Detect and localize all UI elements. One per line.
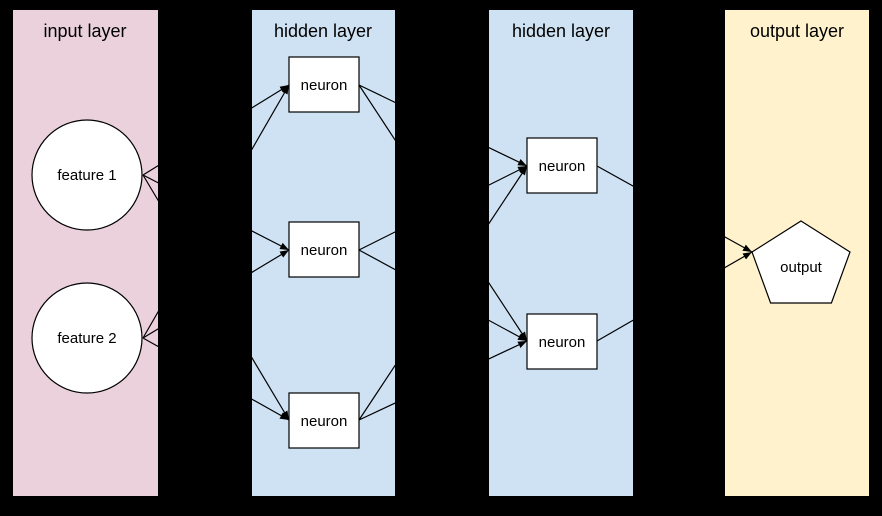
edge-h1n2-h2n2 [358,249,528,342]
edge-h2n1-output [596,165,753,253]
node-h1-neuron-3-label: neuron [301,413,348,430]
edge-h1n1-h2n2 [358,84,528,342]
panel-hidden-layer-2 [489,10,633,496]
panel-input-layer [13,10,158,496]
edge-feature2-h1n1 [142,84,290,339]
edge-h1n3-h2n1 [358,165,528,421]
edge-feature1-h1n3 [142,174,290,421]
node-h1-neuron-1-label: neuron [301,77,348,94]
output-layer-title: output layer [750,21,844,41]
hidden-layer-2-title: hidden layer [512,21,610,41]
edge-feature2-h1n3 [142,337,290,421]
node-h1-neuron-3 [288,392,360,449]
node-h2-neuron-1 [526,137,598,194]
edge-h1n2-h2n1 [358,165,528,251]
edge-h1n3-h2n2 [358,340,528,421]
node-output [751,220,851,304]
edge-feature2-h1n2 [142,249,290,339]
input-layer-title: input layer [43,21,126,41]
hidden-layer-1-title: hidden layer [274,21,372,41]
edge-h2n2-output [596,251,753,342]
edge-feature1-h1n1 [142,84,290,176]
node-h1-neuron-2 [288,221,360,278]
node-h2-neuron-2 [526,313,598,370]
node-h1-neuron-1 [288,56,360,113]
node-h2-neuron-1-label: neuron [539,158,586,175]
node-feature-1-label: feature 1 [57,167,116,184]
node-feature-2 [31,282,143,394]
node-feature-2-label: feature 2 [57,330,116,347]
edge-h1n1-h2n1 [358,84,528,167]
node-feature-1 [31,119,143,231]
node-h2-neuron-2-label: neuron [539,334,586,351]
node-h1-neuron-2-label: neuron [301,242,348,259]
node-output-label: output [780,259,823,276]
